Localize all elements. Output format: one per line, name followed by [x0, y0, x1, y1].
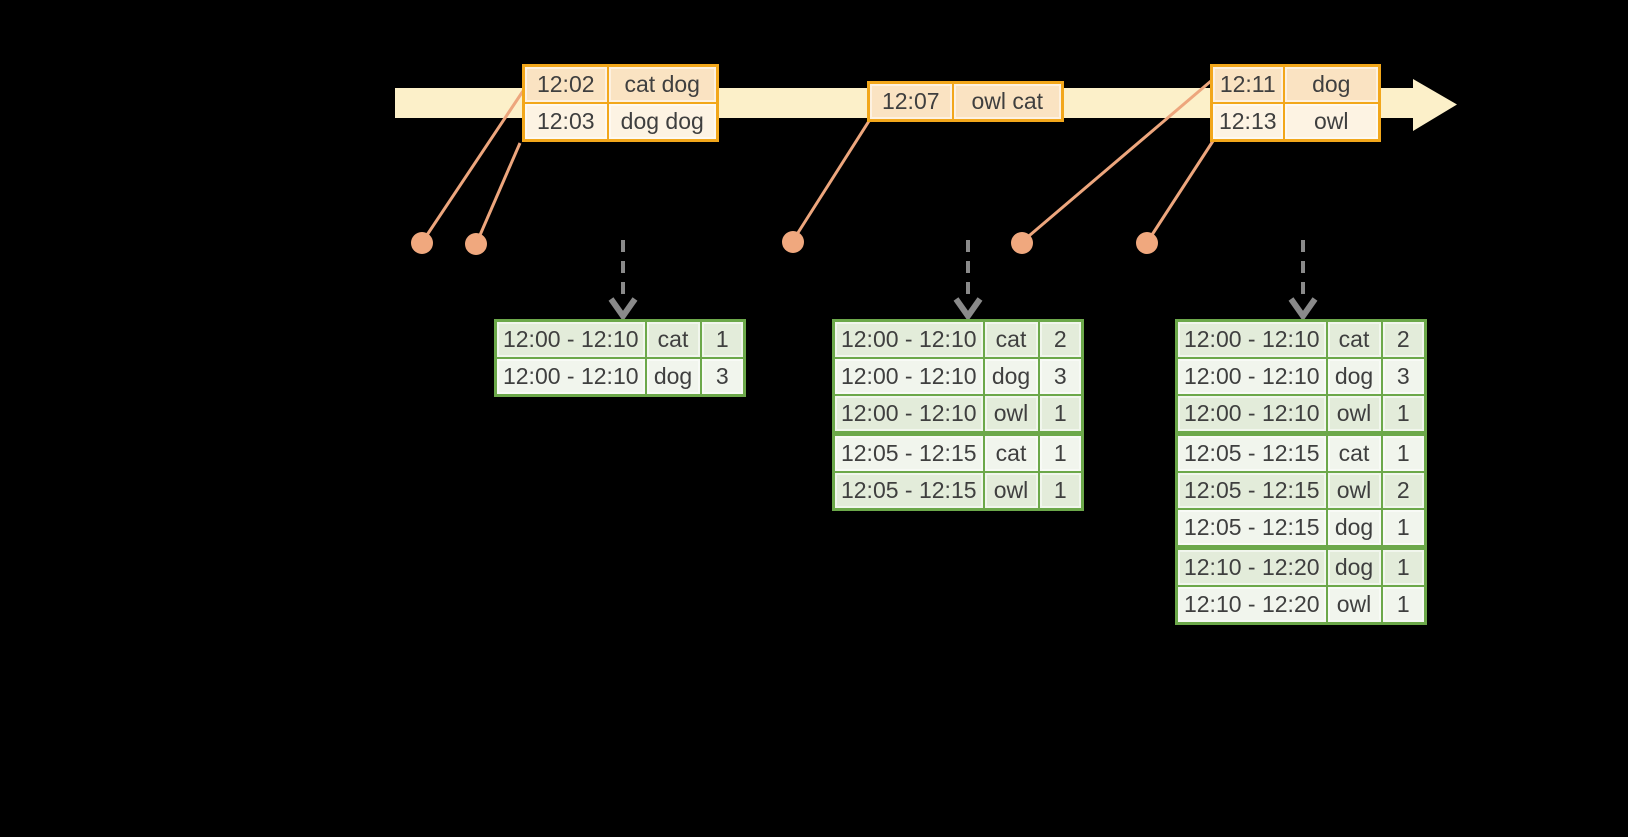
result-row: 12:10 - 12:20 owl 1: [1175, 585, 1427, 625]
event-connector-line: [421, 90, 525, 242]
result-word-cell: owl: [982, 394, 1040, 435]
result-table-3: 12:00 - 12:10 cat 2 12:00 - 12:10 dog 3 …: [1175, 319, 1427, 625]
result-count-cell: 1: [1380, 394, 1427, 435]
result-word-cell: dog: [1325, 357, 1383, 396]
timeline-arrowhead-icon: [1413, 79, 1457, 131]
result-row: 12:00 - 12:10 owl 1: [832, 394, 1084, 435]
result-window-cell: 12:05 - 12:15: [832, 471, 985, 511]
result-row: 12:05 - 12:15 dog 1: [1175, 508, 1427, 549]
result-count-cell: 3: [699, 357, 746, 397]
event-connector-line: [475, 142, 522, 243]
result-word-cell: owl: [1325, 471, 1383, 510]
result-row: 12:10 - 12:20 dog 1: [1175, 545, 1427, 587]
result-count-cell: 3: [1037, 357, 1084, 396]
event-dot: [782, 231, 804, 253]
event-words-cell: cat dog: [606, 64, 719, 104]
event-words-cell: owl cat: [951, 81, 1064, 122]
result-window-cell: 12:10 - 12:20: [1175, 545, 1328, 587]
event-table-batch2: 12:07 owl cat: [867, 81, 1064, 122]
result-row: 12:05 - 12:15 cat 1: [1175, 431, 1427, 473]
result-word-cell: cat: [644, 319, 702, 359]
event-connector-line: [792, 120, 871, 240]
result-window-cell: 12:10 - 12:20: [1175, 585, 1328, 625]
result-word-cell: owl: [982, 471, 1040, 511]
event-row: 12:07 owl cat: [867, 81, 1064, 122]
result-word-cell: dog: [982, 357, 1040, 396]
result-row: 12:00 - 12:10 dog 3: [494, 357, 746, 397]
result-count-cell: 2: [1380, 471, 1427, 510]
result-window-cell: 12:05 - 12:15: [1175, 508, 1328, 549]
result-count-cell: 1: [1037, 431, 1084, 473]
event-row: 12:02 cat dog: [522, 64, 719, 104]
event-row: 12:11 dog: [1210, 64, 1381, 104]
result-count-cell: 1: [1037, 394, 1084, 435]
result-row: 12:00 - 12:10 dog 3: [832, 357, 1084, 396]
result-window-cell: 12:00 - 12:10: [1175, 394, 1328, 435]
result-count-cell: 1: [1380, 545, 1427, 587]
event-time-cell: 12:02: [522, 64, 609, 104]
result-row: 12:00 - 12:10 cat 2: [1175, 319, 1427, 359]
result-window-cell: 12:05 - 12:15: [1175, 471, 1328, 510]
result-word-cell: owl: [1325, 585, 1383, 625]
result-window-cell: 12:00 - 12:10: [494, 357, 647, 397]
event-words-cell: owl: [1282, 102, 1381, 142]
result-row: 12:05 - 12:15 cat 1: [832, 431, 1084, 473]
event-time-cell: 12:03: [522, 102, 609, 142]
result-word-cell: owl: [1325, 394, 1383, 435]
event-connector-line: [1022, 79, 1212, 243]
result-row: 12:05 - 12:15 owl 1: [832, 471, 1084, 511]
result-word-cell: dog: [644, 357, 702, 397]
event-row: 12:03 dog dog: [522, 102, 719, 142]
result-count-cell: 1: [1380, 585, 1427, 625]
result-row: 12:00 - 12:10 dog 3: [1175, 357, 1427, 396]
result-word-cell: cat: [1325, 319, 1383, 359]
result-window-cell: 12:05 - 12:15: [1175, 431, 1328, 473]
event-table-batch1: 12:02 cat dog 12:03 dog dog: [522, 64, 719, 142]
result-window-cell: 12:00 - 12:10: [832, 357, 985, 396]
result-word-cell: cat: [982, 319, 1040, 359]
result-row: 12:00 - 12:10 cat 1: [494, 319, 746, 359]
result-count-cell: 2: [1037, 319, 1084, 359]
result-word-cell: dog: [1325, 508, 1383, 549]
event-table-batch3: 12:11 dog 12:13 owl: [1210, 64, 1381, 142]
result-count-cell: 1: [1037, 471, 1084, 511]
result-row: 12:00 - 12:10 cat 2: [832, 319, 1084, 359]
event-dot: [465, 233, 487, 255]
result-window-cell: 12:05 - 12:15: [832, 431, 985, 473]
result-word-cell: cat: [982, 431, 1040, 473]
event-words-cell: dog: [1282, 64, 1381, 104]
result-window-cell: 12:00 - 12:10: [494, 319, 647, 359]
result-count-cell: 1: [1380, 431, 1427, 473]
result-word-cell: dog: [1325, 545, 1383, 587]
result-row: 12:05 - 12:15 owl 2: [1175, 471, 1427, 510]
result-window-cell: 12:00 - 12:10: [1175, 319, 1328, 359]
event-dot: [1011, 232, 1033, 254]
event-time-cell: 12:11: [1210, 64, 1285, 104]
result-table-2: 12:00 - 12:10 cat 2 12:00 - 12:10 dog 3 …: [832, 319, 1084, 511]
result-count-cell: 3: [1380, 357, 1427, 396]
result-word-cell: cat: [1325, 431, 1383, 473]
event-row: 12:13 owl: [1210, 102, 1381, 142]
event-time-cell: 12:07: [867, 81, 954, 122]
event-words-cell: dog dog: [606, 102, 719, 142]
trigger-arrowhead-icon: [608, 297, 638, 322]
result-window-cell: 12:00 - 12:10: [1175, 357, 1328, 396]
result-count-cell: 1: [1380, 508, 1427, 549]
event-connector-line: [1146, 140, 1215, 242]
result-row: 12:00 - 12:10 owl 1: [1175, 394, 1427, 435]
result-window-cell: 12:00 - 12:10: [832, 319, 985, 359]
result-table-1: 12:00 - 12:10 cat 1 12:00 - 12:10 dog 3: [494, 319, 746, 397]
trigger-arrowhead-icon: [1288, 297, 1318, 322]
result-window-cell: 12:00 - 12:10: [832, 394, 985, 435]
event-dot: [411, 232, 433, 254]
result-count-cell: 2: [1380, 319, 1427, 359]
event-dot: [1136, 232, 1158, 254]
trigger-arrowhead-icon: [953, 297, 983, 322]
result-count-cell: 1: [699, 319, 746, 359]
event-time-cell: 12:13: [1210, 102, 1285, 142]
